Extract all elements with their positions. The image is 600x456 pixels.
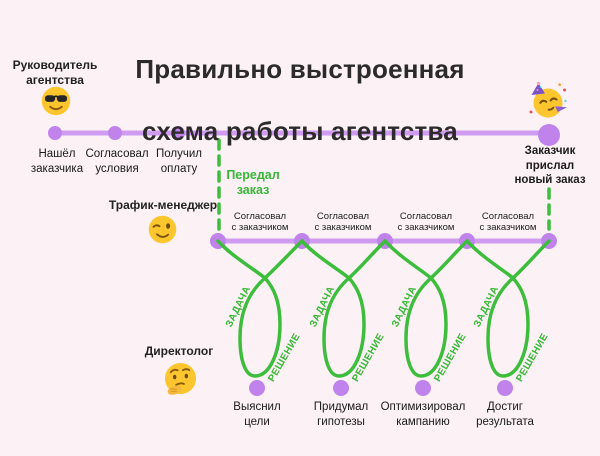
winking-face-emoji-icon [148,215,177,244]
timeline-dot-agreed-terms [108,126,122,140]
bottom-dot-result [497,380,513,396]
work-loop-3 [383,239,469,378]
bottom-milestone-result: Достиг результата [476,401,534,428]
timeline-dot-new-order [538,124,560,146]
milestone-new-order: Заказчик прислал новый заказ [514,145,586,186]
page-title-line1: Правильно выстроенная [135,54,465,84]
timeline-dot-got-payment [171,126,185,140]
role-label-direct-specialist: Директолог [144,344,214,358]
work-loop-1 [216,239,304,378]
timeline-dot-found-client [48,126,62,140]
milestone-agreed-terms: Согласовал условия [85,148,149,175]
page-title-line2: схема работы агентства [142,116,458,146]
milestone-got-payment: Получил оплату [156,148,202,175]
page-title: Правильно выстроенная схема работы агент… [0,23,600,178]
bottom-milestone-goals: Выяснил цели [233,401,281,428]
approval-label-2: Согласовал с заказчиком [314,211,372,233]
approval-label-1: Согласовал с заказчиком [231,211,289,233]
role-label-agency-head: Руководитель агентства [12,58,98,87]
thinking-face-emoji-icon [164,362,197,395]
bottom-milestone-hypotheses: Придумал гипотезы [313,401,369,428]
approval-label-3: Согласовал с заказчиком [397,211,455,233]
partying-face-emoji-icon [529,81,568,118]
bottom-dot-optimized [415,380,431,396]
milestone-found-client: Нашёл заказчика [30,148,84,175]
approval-label-4: Согласовал с заказчиком [479,211,537,233]
role-label-traffic-manager: Трафик-менеджер [108,198,218,212]
bottom-dot-hypotheses [333,380,349,396]
work-loop-4 [465,239,551,378]
work-loop-2 [300,239,387,378]
bottom-dot-goals [249,380,265,396]
handoff-label: Передал заказ [226,168,280,197]
bottom-milestone-optimized: Оптимизировал кампанию [380,401,466,428]
sunglasses-emoji-icon [41,86,71,116]
